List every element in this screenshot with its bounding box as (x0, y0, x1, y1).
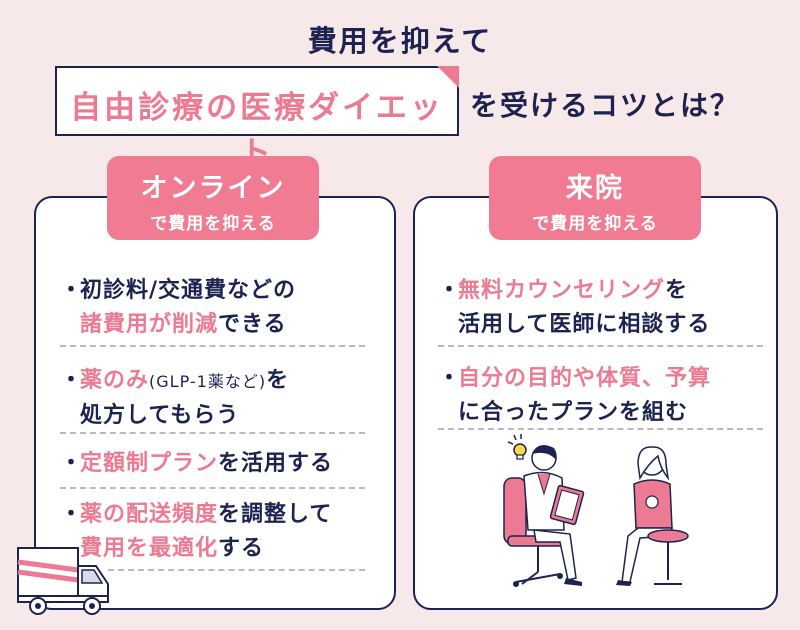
divider (438, 428, 763, 430)
bullet: ・ (60, 368, 84, 393)
online-item-2: ・ 薬のみ(GLP-1薬など)を 処方してもらう (60, 364, 380, 433)
keyword-text: 自由診療の医療ダイエット (70, 90, 444, 171)
keyword-box: 自由診療の医療ダイエット (55, 66, 459, 171)
doctor-illustration (503, 445, 585, 587)
visit-label: 来院 で費用を抑える (489, 156, 701, 240)
bullet: ・ (60, 278, 84, 303)
online-item-1: ・ 初診料/交通費などの 諸費用が削減できる (60, 274, 380, 342)
patient-illustration (616, 446, 689, 586)
online-label: オンライン で費用を抑える (107, 156, 319, 240)
divider (438, 345, 763, 347)
online-card (34, 196, 396, 610)
bullet: ・ (438, 366, 462, 391)
bullet: ・ (438, 278, 462, 303)
bullet: ・ (60, 451, 84, 476)
bullet: ・ (60, 502, 84, 527)
online-label-main: オンライン (140, 173, 286, 204)
divider (108, 569, 365, 571)
lightbulb-icon (507, 434, 527, 460)
visit-item-1: ・ 無料カウンセリングを 活用して医師に相談する (438, 274, 768, 342)
title-line1: 費用を抑えて (307, 24, 493, 58)
keyword-box-corner (437, 66, 459, 88)
divider (60, 432, 365, 434)
visit-card (413, 196, 778, 610)
visit-label-sub: で費用を抑える (532, 214, 658, 234)
divider (60, 487, 365, 489)
online-item-4: ・ 薬の配送頻度を調整して 費用を最適化する (60, 498, 380, 566)
delivery-truck-illustration (17, 547, 109, 615)
divider (60, 345, 365, 347)
visit-item-2: ・ 自分の目的や体質、予算 に合ったプランを組む (438, 362, 768, 430)
online-item-3: ・ 定額制プランを活用する (60, 447, 380, 481)
visit-label-main: 来院 (566, 173, 624, 204)
online-label-sub: で費用を抑える (150, 214, 276, 234)
title-line2: を受けるコツとは？ (470, 89, 741, 122)
